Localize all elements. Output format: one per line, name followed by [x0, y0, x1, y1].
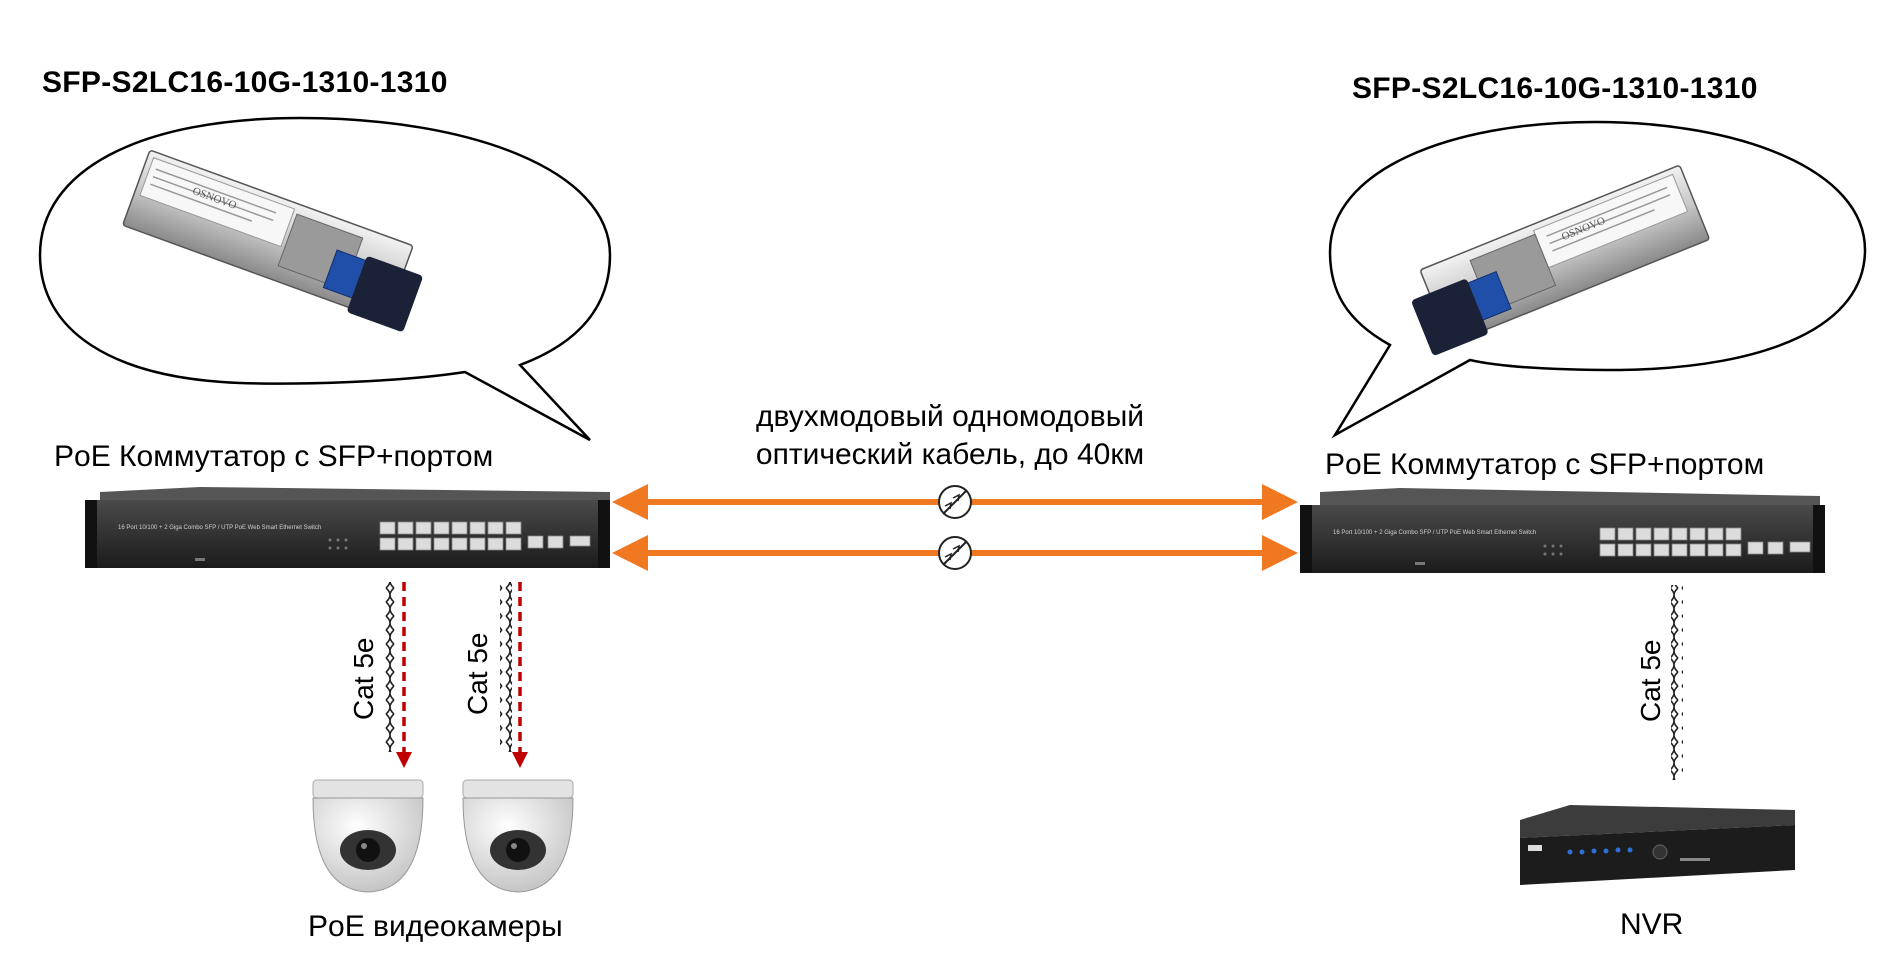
left-switch-faceplate-text: 16 Port 10/100 + 2 Giga Combo SFP / UTP … [118, 525, 322, 531]
right-cat5e-label: Cat 5e [1635, 639, 1666, 723]
left-cat5e-label-1: Cat 5e [348, 637, 379, 721]
poe-cameras-label: PoE видеокамеры [308, 910, 563, 943]
left-cat5e-label-2: Cat 5e [462, 632, 493, 716]
fiber-cable-caption: двухмодовый одномодовый оптический кабел… [700, 398, 1200, 474]
nvr-device-image [1520, 805, 1795, 885]
fiber-cable-caption-line1: двухмодовый одномодовый [755, 400, 1145, 433]
right-poe-switch-image [1300, 488, 1825, 573]
right-switch-faceplate-text: 16 Port 10/100 + 2 Giga Combo SFP / UTP … [1333, 530, 1537, 536]
dome-camera-image [462, 779, 574, 893]
left-sfp-module-image [122, 150, 423, 332]
right-sfp-module-image [1412, 165, 1710, 356]
right-switch-label: PoE Коммутатор с SFP+портом [1325, 448, 1765, 481]
left-cat5e-cable-2 [500, 582, 528, 768]
fiber-cable-caption-line2: оптический кабель, до 40км [755, 438, 1145, 471]
left-switch-label: PoE Коммутатор с SFP+портом [54, 440, 494, 473]
dome-camera-image [312, 779, 424, 893]
left-module-title: SFP-S2LC16-10G-1310-1310 [42, 66, 448, 99]
fiber-symbol-icon [938, 536, 972, 570]
right-module-title: SFP-S2LC16-10G-1310-1310 [1352, 72, 1758, 105]
right-cat5e-cable [1671, 585, 1683, 780]
nvr-label: NVR [1620, 908, 1684, 941]
fiber-symbol-icon [938, 485, 972, 519]
left-poe-switch-image [85, 487, 610, 568]
left-cat5e-cable-1 [384, 582, 412, 768]
